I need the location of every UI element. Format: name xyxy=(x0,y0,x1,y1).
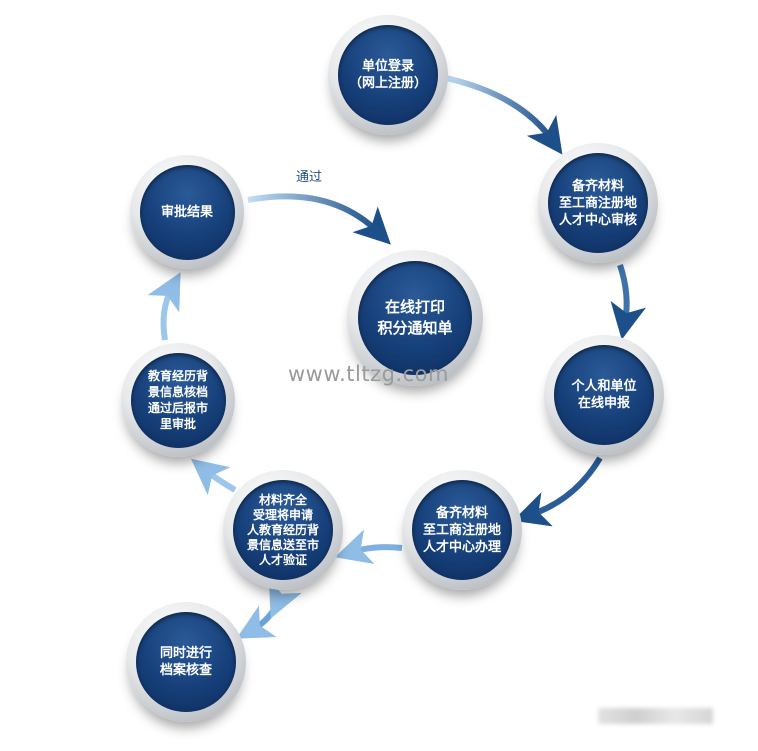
arrow-verify-archive xyxy=(236,578,302,639)
arrow-education-to-result xyxy=(147,272,181,341)
node-apply: 个人和单位 在线申报 xyxy=(544,335,664,455)
arrow-verify-to-education xyxy=(190,458,237,496)
edge-label-pass: 通过 xyxy=(296,170,323,185)
node-archive-label: 同时进行 档案核查 xyxy=(136,612,236,712)
node-review: 备齐材料 至工商注册地 人才中心审核 xyxy=(538,143,658,263)
node-result: 审批结果 xyxy=(130,155,244,269)
node-print-label: 在线打印 积分通知单 xyxy=(358,261,472,375)
arrow-handle-to-verify xyxy=(334,529,403,564)
node-register-label: 单位登录 （网上注册） xyxy=(338,25,438,125)
arrow-register-to-review xyxy=(445,75,563,155)
node-handle-label: 备齐材料 至工商注册地 人才中心办理 xyxy=(412,480,512,580)
node-education: 教育经历背 景信息核档 通过后报市 里审批 xyxy=(121,343,235,457)
node-print: 在线打印 积分通知单 xyxy=(347,250,483,386)
node-education-label: 教育经历背 景信息核档 通过后报市 里审批 xyxy=(130,352,226,448)
node-result-label: 审批结果 xyxy=(139,164,235,260)
arrow-result-to-print xyxy=(247,193,391,245)
arrow-review-to-apply xyxy=(610,264,646,340)
node-archive: 同时进行 档案核查 xyxy=(126,602,246,722)
node-handle: 备齐材料 至工商注册地 人才中心办理 xyxy=(402,470,522,590)
node-verify: 材料齐全 受理将申请 人教育经历背 景信息送至市 人才验证 xyxy=(223,470,343,590)
node-verify-label: 材料齐全 受理将申请 人教育经历背 景信息送至市 人才验证 xyxy=(233,480,333,580)
node-register: 单位登录 （网上注册） xyxy=(328,15,448,135)
watermark: www.tltzg.com xyxy=(288,362,449,386)
blurred-mark xyxy=(598,708,713,724)
node-apply-label: 个人和单位 在线申报 xyxy=(554,345,654,445)
arrow-apply-to-handle xyxy=(512,456,603,527)
node-review-label: 备齐材料 至工商注册地 人才中心审核 xyxy=(548,153,648,253)
